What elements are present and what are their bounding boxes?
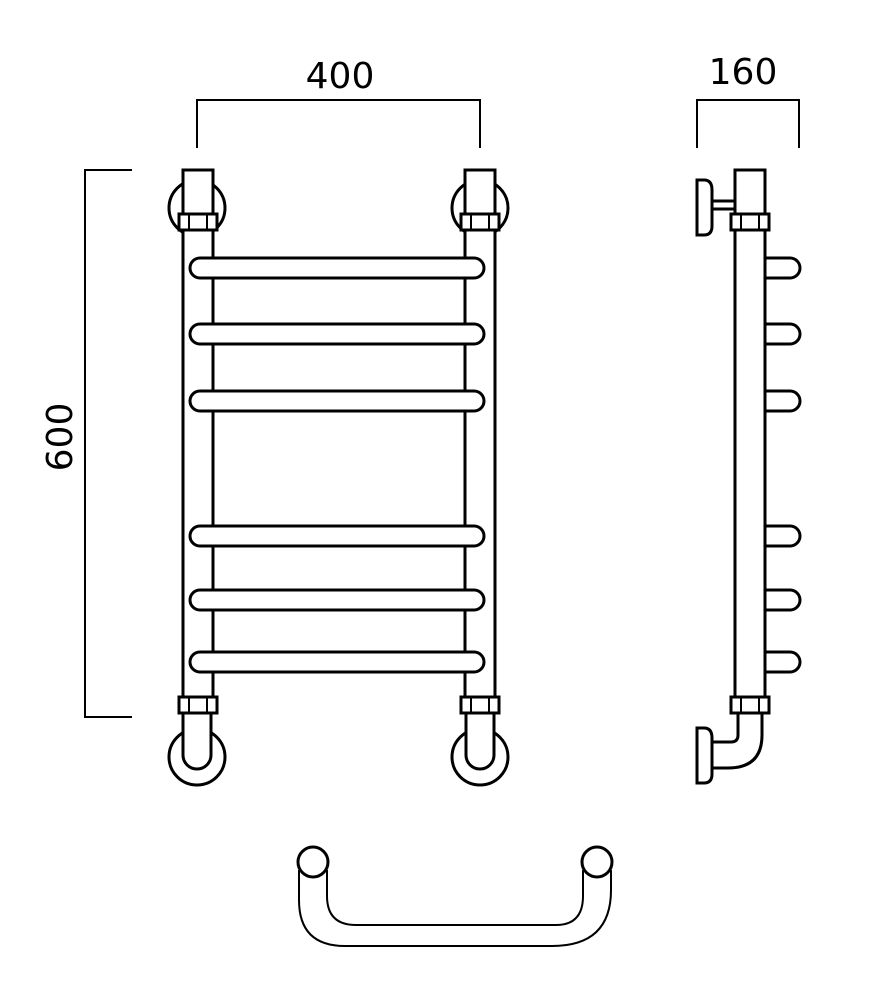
nut xyxy=(729,695,771,715)
left-riser xyxy=(181,168,215,702)
front-rails xyxy=(188,256,486,674)
nut xyxy=(177,695,219,715)
top-wall-bracket xyxy=(695,178,737,237)
side-view xyxy=(695,168,802,785)
rail-3 xyxy=(188,389,486,413)
rail-stub-3 xyxy=(765,389,802,413)
right-end-cap xyxy=(580,845,614,879)
rail-5 xyxy=(188,588,486,612)
depth-label: 160 xyxy=(709,52,778,93)
rail-1 xyxy=(188,256,486,280)
rail-6 xyxy=(188,650,486,674)
side-rail-stubs xyxy=(765,256,802,674)
right-riser xyxy=(463,168,497,702)
rail-stub-1 xyxy=(765,256,802,280)
rail-stub-2 xyxy=(765,322,802,346)
width-dimension: 400 xyxy=(196,56,481,148)
depth-dimension: 160 xyxy=(696,52,800,148)
rail-2 xyxy=(188,322,486,346)
height-dimension: 600 xyxy=(40,169,132,718)
bottom-right-elbow xyxy=(464,713,496,771)
nut xyxy=(459,212,501,232)
rail-4 xyxy=(188,524,486,548)
height-label: 600 xyxy=(40,403,81,472)
front-view xyxy=(167,168,510,787)
nut xyxy=(177,212,219,232)
width-label: 400 xyxy=(306,56,375,97)
bottom-elbow-bracket xyxy=(695,713,764,785)
rail-stub-6 xyxy=(765,650,802,674)
side-riser xyxy=(733,168,767,702)
rail-stub-4 xyxy=(765,524,802,548)
nut xyxy=(729,212,771,232)
bottom-left-elbow xyxy=(181,713,213,771)
top-down-view xyxy=(296,845,614,947)
front-nuts xyxy=(177,212,501,715)
left-end-cap xyxy=(296,845,330,879)
nut xyxy=(459,695,501,715)
rail-stub-5 xyxy=(765,588,802,612)
